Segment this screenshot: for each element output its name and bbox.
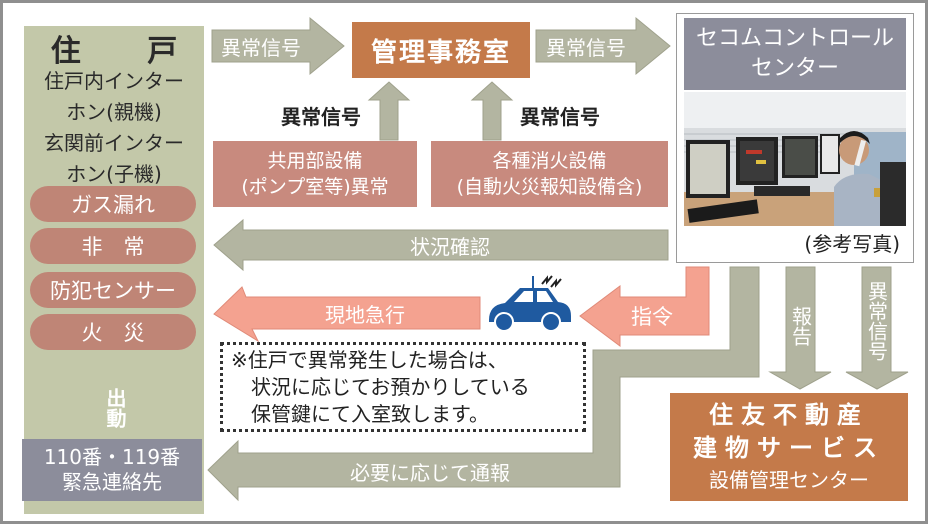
unit-title: 住 戸 [50, 34, 206, 69]
unit-desc-line: 玄関前インター [44, 131, 184, 155]
management-office: 管理事務室 [352, 22, 530, 78]
arrow-command [579, 266, 710, 347]
arrow-label-report-text: 報告 [788, 306, 813, 346]
facility-management-center: 住友不動産 建物サービス 設備管理センター [670, 393, 908, 501]
sensor-fire: 火 災 [30, 314, 196, 350]
arrow-up-common [367, 81, 411, 141]
signal-label-common: 異常信号 [281, 104, 361, 129]
unit-desc-line: ホン(子機) [66, 162, 162, 186]
source-line: 各種消火設備 [492, 150, 607, 172]
facility-line: 設備管理センター [709, 468, 869, 492]
signal-label-fire: 異常信号 [520, 104, 600, 129]
reference-photo [684, 92, 906, 226]
source-line: (自動火災報知設備含) [456, 176, 643, 198]
arrow-report [768, 266, 832, 390]
control-title-line: セコムコントロール [695, 26, 894, 51]
arrow-rush-to-site [213, 286, 481, 343]
emergency-line: 110番・119番 [43, 445, 181, 469]
note-line: 状況に応じてお預かりしている [231, 374, 530, 399]
arrow-label-abnormal-signal-vertical: 異常信号 [862, 272, 891, 370]
control-center-title: セコムコントロール センター [684, 18, 906, 90]
arrow-label-office-to-control: 異常信号 [546, 35, 626, 60]
source-line: 共用部設備 [267, 150, 363, 172]
fire-equipment-box: 各種消火設備 (自動火災報知設備含) [431, 141, 668, 207]
arrow-label-unit-to-office: 異常信号 [221, 35, 301, 60]
sensor-emergency: 非 常 [30, 228, 196, 264]
source-line: (ポンプ室等)異常 [241, 176, 389, 198]
dispatch-label-text: 出動 [103, 388, 127, 428]
sensor-gas-leak: ガス漏れ [30, 186, 196, 222]
arrow-label-status-check: 状況確認 [410, 234, 490, 259]
photo-caption: (参考写真) [804, 231, 900, 256]
emergency-line: 緊急連絡先 [62, 470, 162, 494]
operator-photo-illustration [684, 92, 906, 226]
unit-desc-line: ホン(親機) [66, 100, 162, 124]
arrow-status-check [213, 218, 669, 272]
arrow-report-if-needed [207, 266, 760, 502]
common-equipment-box: 共用部設備 (ポンプ室等)異常 [213, 141, 417, 207]
sensor-security: 防犯センサー [30, 272, 196, 308]
emergency-contact-box: 110番・119番 緊急連絡先 [22, 439, 202, 501]
note-line: 保管鍵にて入室致します。 [231, 401, 489, 426]
arrow-label-report-if-needed: 必要に応じて通報 [350, 460, 510, 485]
unit-panel [24, 26, 204, 514]
arrow-label-abnormal-signal-text: 異常信号 [864, 281, 889, 361]
note-line: ※住戸で異常発生した場合は、 [231, 347, 508, 372]
unit-description: 住戸内インター ホン(親機) 玄関前インター ホン(子機) [24, 66, 204, 190]
unit-desc-line: 住戸内インター [44, 69, 184, 93]
dispatch-label: 出動 [99, 380, 131, 436]
arrow-up-fire [470, 81, 514, 141]
facility-line: 建物サービス [693, 434, 885, 462]
arrow-label-report: 報告 [786, 296, 815, 356]
facility-line: 住友不動産 [709, 401, 869, 429]
arrow-office-to-control [535, 16, 671, 76]
arrow-label-rush-to-site: 現地急行 [325, 302, 405, 327]
arrow-label-command: 指令 [631, 305, 673, 329]
arrow-abnormal-signal-down [845, 266, 909, 390]
control-title-line: センター [750, 56, 839, 81]
note-box: ※住戸で異常発生した場合は、 状況に応じてお預かりしている 保管鍵にて入室致しま… [220, 342, 586, 432]
arrow-unit-to-office [211, 16, 345, 76]
